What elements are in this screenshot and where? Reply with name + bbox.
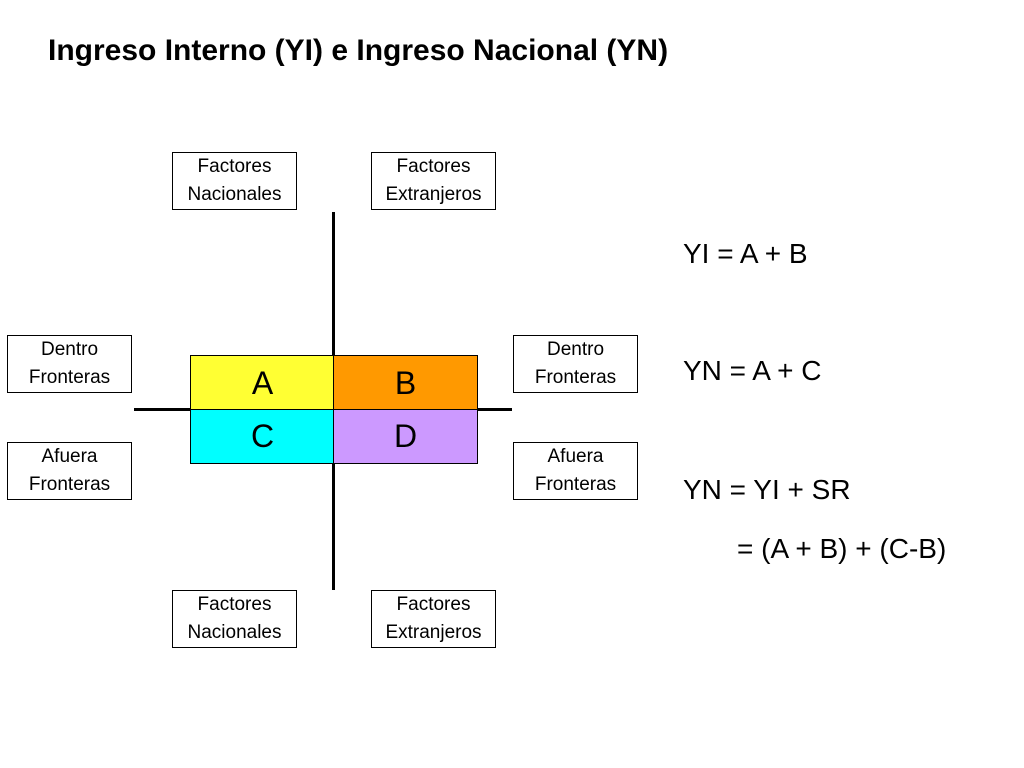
equation-yn-expanded: = (A + B) + (C-B) (737, 533, 947, 564)
left-upper-label: Dentro Fronteras (7, 335, 132, 393)
bottom-left-label: Factores Nacionales (172, 590, 297, 648)
page-title: Ingreso Interno (YI) e Ingreso Nacional … (48, 34, 669, 67)
bottom-right-label: Factores Extranjeros (371, 590, 496, 648)
top-left-label: Factores Nacionales (172, 152, 297, 210)
cell-c: C (190, 409, 335, 464)
right-lower-label: Afuera Fronteras (513, 442, 638, 500)
cell-b: B (333, 355, 478, 411)
equation-yn-sr: YN = YI + SR (683, 474, 851, 505)
right-upper-label: Dentro Fronteras (513, 335, 638, 393)
top-right-label: Factores Extranjeros (371, 152, 496, 210)
cell-a: A (190, 355, 335, 411)
cell-d: D (333, 409, 478, 464)
equation-yi: YI = A + B (683, 238, 808, 269)
left-lower-label: Afuera Fronteras (7, 442, 132, 500)
equation-yn: YN = A + C (683, 355, 822, 386)
